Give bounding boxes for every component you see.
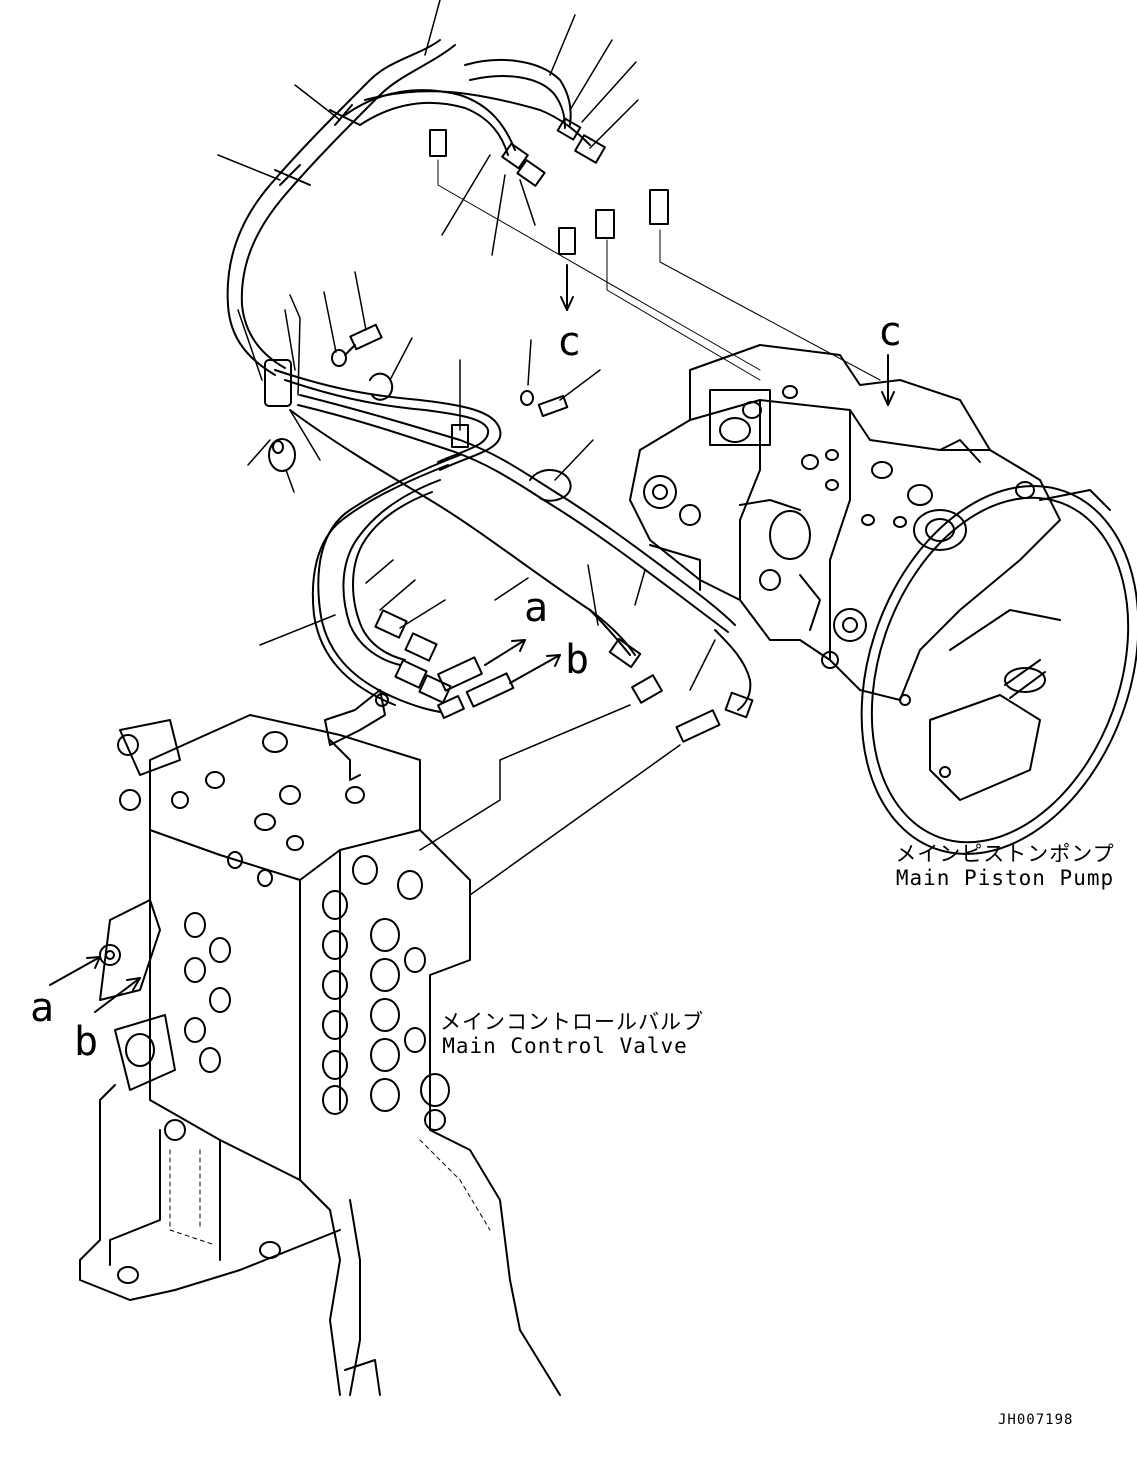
callout-b-valve: b <box>74 1019 99 1065</box>
callout-c-pump: c <box>878 309 903 355</box>
callout-c-center: c <box>557 319 582 365</box>
pump-label-ja: メインピストンポンプ <box>895 842 1115 866</box>
bolts-washers <box>268 323 569 472</box>
leader-lines <box>217 0 716 691</box>
callout-b-hoses: b <box>565 637 590 683</box>
callout-arrows <box>49 264 895 1013</box>
pump-label-en: Main Piston Pump <box>895 866 1115 890</box>
connection-lines <box>289 294 681 896</box>
elbow-fittings <box>437 656 721 743</box>
main-control-valve <box>79 689 561 1396</box>
connector-fittings <box>429 129 881 381</box>
hose-harness <box>226 39 754 719</box>
valve-label-en: Main Control Valve <box>442 1034 688 1058</box>
valve-label-ja: メインコントロールバルブ <box>440 1010 704 1034</box>
callout-a-valve: a <box>30 985 55 1031</box>
document-id: JH007198 <box>998 1412 1074 1428</box>
main-piston-pump <box>629 344 1137 855</box>
callout-a-hoses: a <box>524 585 549 631</box>
frame-outline <box>169 1139 491 1246</box>
